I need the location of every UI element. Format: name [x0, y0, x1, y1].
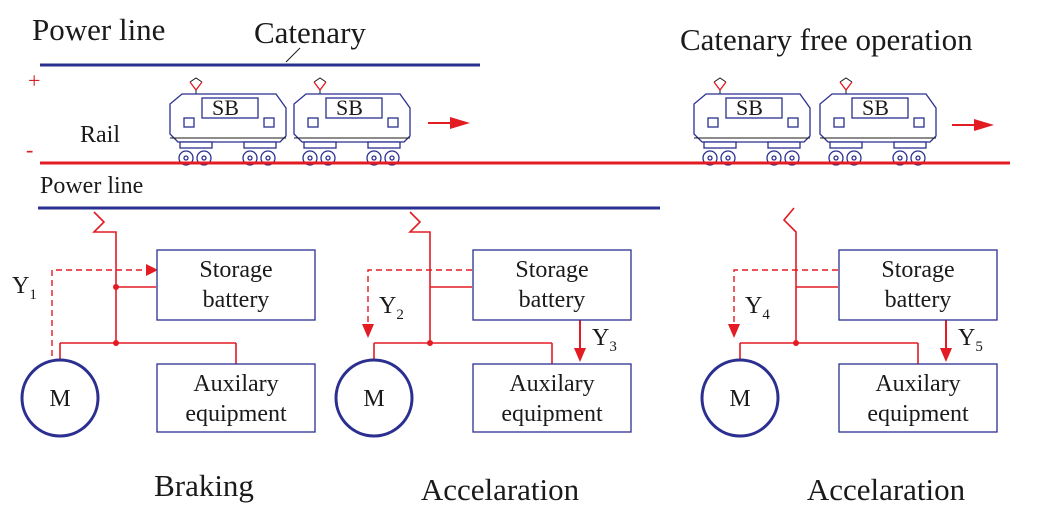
battery-label-line2: battery: [885, 287, 952, 313]
flow-label-y5: Y5: [958, 325, 983, 355]
flow-label-y1: Y1: [12, 273, 37, 303]
aux-label-line2: equipment: [867, 401, 969, 427]
upper-power-line-label: Power line: [32, 12, 165, 47]
storage-battery-box: [472, 249, 632, 321]
motor-label: M: [729, 386, 750, 412]
flow-label-y2: Y2: [379, 293, 404, 323]
sb-label: SB: [336, 95, 363, 120]
motor-label: M: [363, 386, 384, 412]
sb-label: SB: [212, 95, 239, 120]
battery-label-line1: Storage: [199, 257, 272, 283]
rail-label: Rail: [80, 122, 120, 148]
aux-label-line1: Auxilary: [509, 371, 594, 397]
locomotive-right-1: SB: [693, 77, 811, 166]
motor-label: M: [49, 386, 70, 412]
direction-arrow-right-train: [952, 119, 994, 131]
circuit-acceleration-catenary-free: Y4 Y5 Storage battery Auxilary equipment…: [700, 207, 998, 507]
flow-label-y4: Y4: [745, 293, 770, 323]
lower-power-line-label: Power line: [40, 173, 143, 199]
caption-braking: Braking: [154, 468, 254, 503]
catenary-leader: [285, 47, 301, 63]
catenary-free-label: Catenary free operation: [680, 22, 973, 57]
caption-acceleration-catenary: Accelaration: [421, 472, 580, 507]
motor-circle: [334, 358, 414, 438]
direction-arrow-left-train: [428, 117, 470, 129]
storage-battery-box: [838, 249, 998, 321]
storage-battery-box: [156, 249, 316, 321]
battery-label-line2: battery: [203, 287, 270, 313]
battery-label-line2: battery: [519, 287, 586, 313]
catenary-label: Catenary: [254, 15, 366, 50]
battery-label-line1: Storage: [515, 257, 588, 283]
motor-circle: [20, 358, 100, 438]
auxiliary-equipment-box: [472, 363, 632, 433]
plus-sign: +: [28, 68, 40, 93]
locomotive-right-2: SB: [819, 77, 937, 166]
aux-label-line1: Auxilary: [193, 371, 278, 397]
circuit-acceleration-catenary: Y2 Y3 Storage battery Auxilary equipment…: [334, 211, 632, 507]
minus-sign: -: [26, 137, 33, 162]
aux-label-line2: equipment: [501, 401, 603, 427]
caption-acceleration-catenary-free: Accelaration: [807, 472, 966, 507]
locomotive-left-1: SB: [169, 77, 287, 166]
aux-label-line2: equipment: [185, 401, 287, 427]
locomotive-left-2: SB: [293, 77, 411, 166]
pickup-lead: [92, 211, 117, 287]
aux-label-line1: Auxilary: [875, 371, 960, 397]
flow-label-y3: Y3: [592, 325, 617, 355]
battery-label-line1: Storage: [881, 257, 954, 283]
circuit-braking: Y1 Storage battery Auxilary equipment M …: [12, 211, 316, 503]
sb-label: SB: [736, 95, 763, 120]
sb-label: SB: [862, 95, 889, 120]
auxiliary-equipment-box: [838, 363, 998, 433]
auxiliary-equipment-box: [156, 363, 316, 433]
motor-circle: [700, 358, 780, 438]
